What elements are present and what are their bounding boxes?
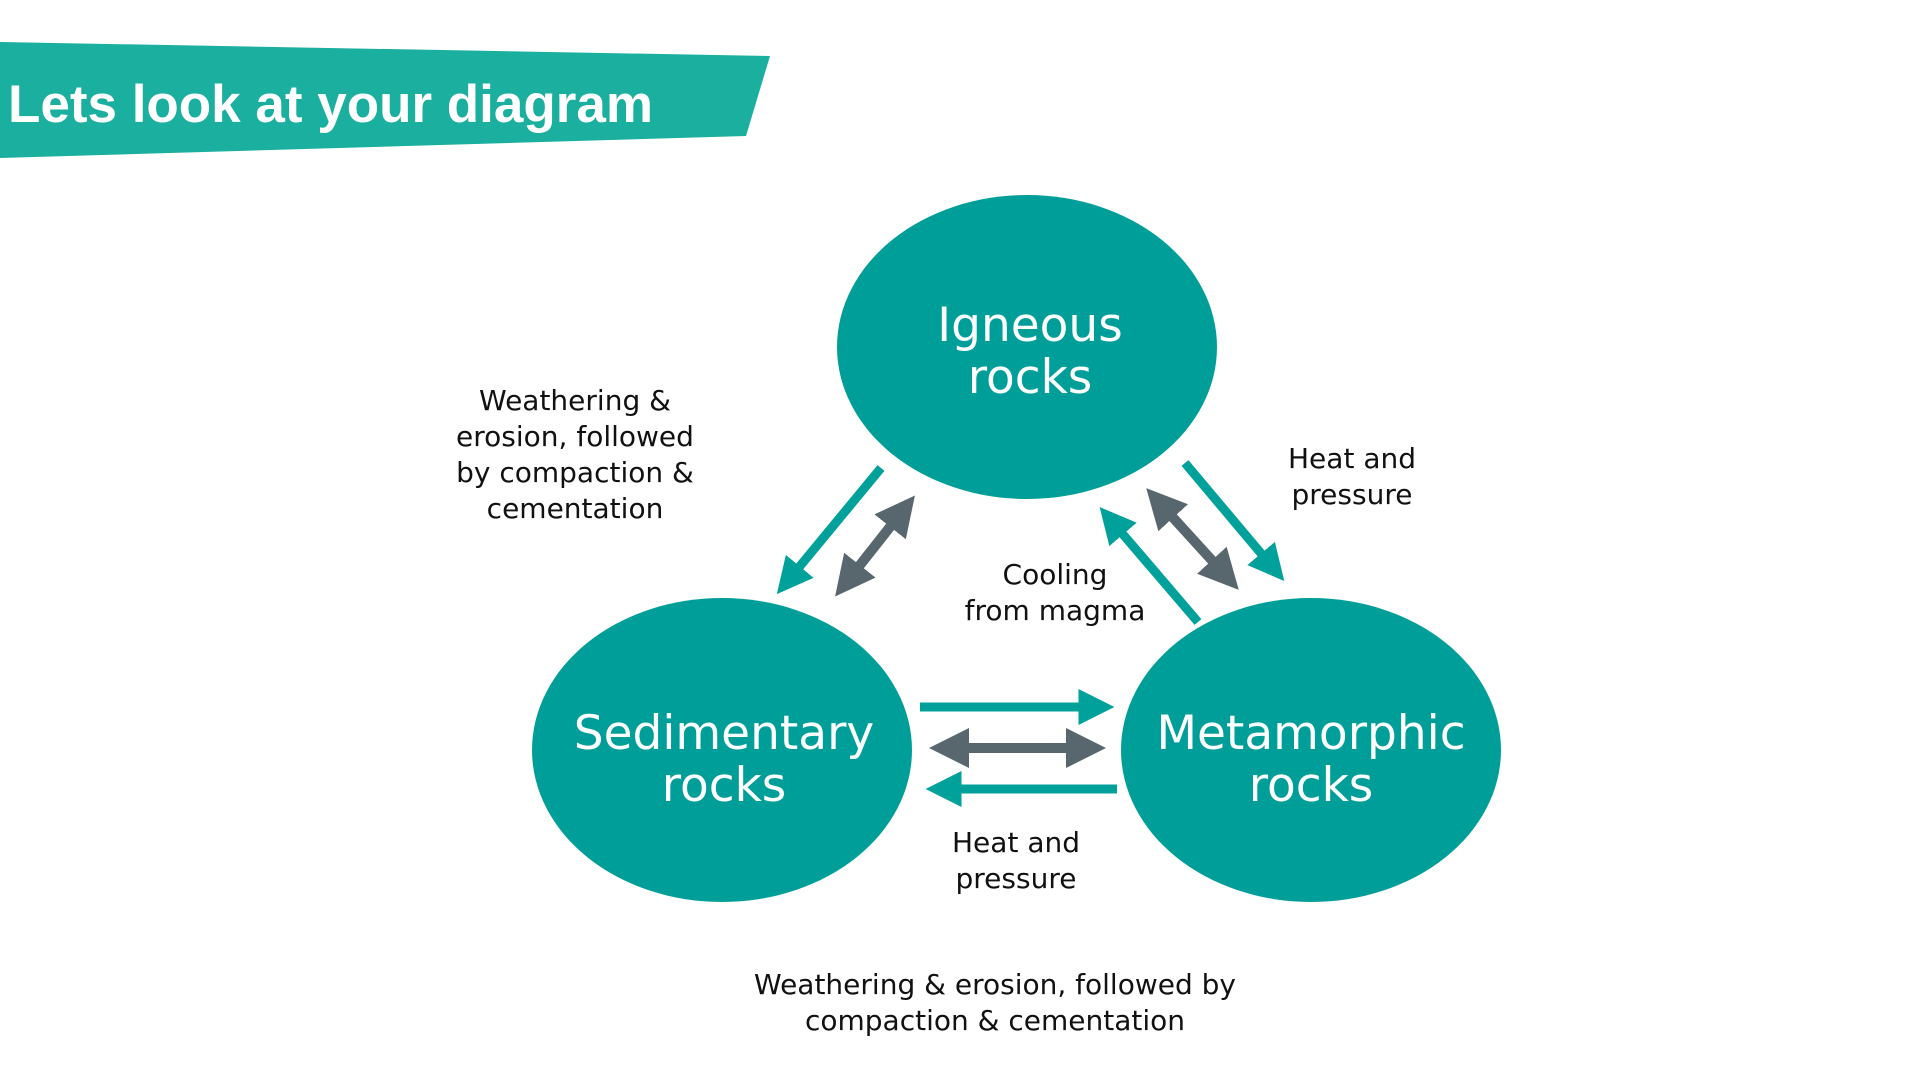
label-line: Cooling <box>1002 558 1108 591</box>
double-arrow-igneous-metamorphic <box>1146 488 1239 590</box>
igneous-rocks-node <box>837 195 1217 499</box>
sedimentary-rocks-node <box>532 598 912 902</box>
label-cooling-from-magma: Cooling from magma <box>965 557 1146 629</box>
label-line: erosion, followed <box>456 420 694 453</box>
label-line: pressure <box>1291 478 1413 511</box>
metamorphic-rocks-node <box>1121 598 1501 902</box>
sedimentary-rocks-label: Sedimentary rocks <box>574 708 875 812</box>
label-line: cementation <box>486 492 664 525</box>
double-arrow-igneous-sedimentary <box>835 495 915 597</box>
arrow-igneous-to-metamorphic <box>1181 460 1285 582</box>
label-line: by compaction & <box>456 456 694 489</box>
igneous-rocks-label: Igneous rocks <box>937 300 1122 404</box>
label-line: Heat and <box>952 826 1080 859</box>
metamorphic-line2: rocks <box>1248 758 1374 813</box>
igneous-line2: rocks <box>967 350 1093 405</box>
metamorphic-rocks-label: Metamorphic rocks <box>1156 708 1465 812</box>
label-line: Heat and <box>1288 442 1416 475</box>
title-banner <box>0 42 770 158</box>
label-line: pressure <box>955 862 1077 895</box>
sedimentary-line2: rocks <box>661 758 787 813</box>
sedimentary-line1: Sedimentary <box>573 706 875 761</box>
arrow-metamorphic-to-igneous <box>1099 507 1202 625</box>
label-weathering-erosion-bottom: Weathering & erosion, followed by compac… <box>754 967 1236 1039</box>
label-line: from magma <box>964 594 1146 627</box>
label-heat-pressure-bottom: Heat and pressure <box>952 825 1080 897</box>
label-heat-pressure-right: Heat and pressure <box>1288 441 1416 513</box>
label-line: Weathering & <box>479 384 671 417</box>
arrow-igneous-to-sedimentary <box>776 465 885 595</box>
igneous-line1: Igneous <box>937 298 1123 353</box>
label-weathering-erosion-left: Weathering & erosion, followed by compac… <box>456 383 694 527</box>
label-line: Weathering & erosion, followed by <box>754 968 1236 1001</box>
metamorphic-line1: Metamorphic <box>1156 706 1466 761</box>
label-line: compaction & cementation <box>804 1004 1186 1037</box>
slide-title: Lets look at your diagram <box>8 75 653 134</box>
title-banner-shape <box>0 42 770 158</box>
